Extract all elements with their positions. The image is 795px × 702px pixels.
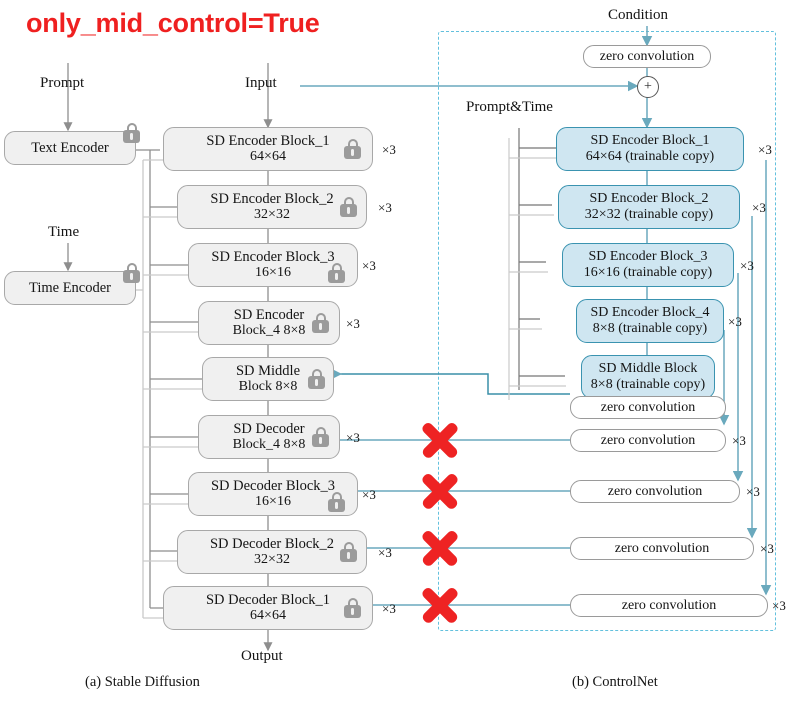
block-sub: 32×32 <box>254 552 290 568</box>
caption-stable-diffusion: (a) Stable Diffusion <box>85 674 200 690</box>
lock-icon <box>344 598 361 618</box>
disabled-connection-x-2 <box>418 526 462 570</box>
block-sub: Block 8×8 <box>238 379 298 395</box>
label-output: Output <box>241 648 283 664</box>
middle-zero-convolution[interactable]: zero convolution <box>570 396 726 419</box>
page-title: only_mid_control=True <box>26 8 320 38</box>
block-title: SD Decoder Block_3 <box>210 478 336 495</box>
cn-middle-block[interactable]: SD Middle Block 8×8 (trainable copy) <box>581 355 715 399</box>
block-sub: 16×16 (trainable copy) <box>583 265 713 280</box>
repeat-label: ×3 <box>728 314 742 329</box>
lock-icon <box>328 492 345 512</box>
sd-encoder-block-4[interactable]: SD Encoder Block_4 8×8 <box>198 301 340 345</box>
lock-icon <box>312 427 329 447</box>
block-title: SD Encoder Block_2 <box>589 191 709 207</box>
time-encoder-block[interactable]: Time Encoder <box>4 271 136 305</box>
sd-encoder-block-1[interactable]: SD Encoder Block_1 64×64 <box>163 127 373 171</box>
repeat-label: ×3 <box>378 200 392 215</box>
block-title: SD Decoder Block_2 <box>209 536 335 553</box>
block-title: SD Encoder Block_4 <box>590 305 710 321</box>
repeat-label: ×3 <box>760 541 774 556</box>
disabled-connection-x-1 <box>418 583 462 627</box>
repeat-label: ×3 <box>746 484 760 499</box>
block-title: SD Middle <box>235 363 301 380</box>
lock-icon <box>123 123 140 143</box>
block-title: SD Middle Block <box>598 361 698 377</box>
text-encoder-block[interactable]: Text Encoder <box>4 131 136 165</box>
block-sub: 16×16 <box>255 494 291 510</box>
repeat-label: ×3 <box>378 545 392 560</box>
zero-convolution-1[interactable]: zero convolution <box>570 594 768 617</box>
lock-icon <box>344 139 361 159</box>
block-title: SD Encoder Block_2 <box>210 191 334 208</box>
sd-decoder-block-2[interactable]: SD Decoder Block_2 32×32 <box>177 530 367 574</box>
block-sub: 8×8 (trainable copy) <box>590 377 706 392</box>
repeat-label: ×3 <box>740 258 754 273</box>
repeat-label: ×3 <box>362 487 376 502</box>
block-title: SD Decoder <box>233 421 305 438</box>
repeat-label: ×3 <box>346 316 360 331</box>
cn-encoder-block-3[interactable]: SD Encoder Block_3 16×16 (trainable copy… <box>562 243 734 287</box>
controlnet-frame <box>438 31 776 631</box>
block-title: SD Encoder Block_3 <box>588 249 708 265</box>
block-sub: 64×64 (trainable copy) <box>585 149 715 164</box>
sd-decoder-block-1[interactable]: SD Decoder Block_1 64×64 <box>163 586 373 630</box>
repeat-label: ×3 <box>382 601 396 616</box>
repeat-label: ×3 <box>362 258 376 273</box>
block-title: SD Encoder Block_3 <box>211 249 335 266</box>
repeat-label: ×3 <box>758 142 772 157</box>
block-title: SD Encoder Block_1 <box>590 133 710 149</box>
block-sub: 64×64 <box>250 149 286 165</box>
zero-convolution-2[interactable]: zero convolution <box>570 537 754 560</box>
repeat-label: ×3 <box>772 598 786 613</box>
block-sub: 8×8 (trainable copy) <box>592 321 708 336</box>
lock-icon <box>340 197 357 217</box>
disabled-connection-x-4 <box>418 418 462 462</box>
label-input: Input <box>245 75 277 91</box>
disabled-connection-x-3 <box>418 469 462 513</box>
block-sub: 32×32 <box>254 207 290 223</box>
zero-conv-label: zero convolution <box>607 483 703 499</box>
lock-icon <box>123 263 140 283</box>
cn-encoder-block-1[interactable]: SD Encoder Block_1 64×64 (trainable copy… <box>556 127 744 171</box>
plus-icon: + <box>644 79 652 94</box>
label-time: Time <box>48 224 80 240</box>
block-sub: Block_4 8×8 <box>232 437 306 453</box>
cn-encoder-block-4[interactable]: SD Encoder Block_4 8×8 (trainable copy) <box>576 299 724 343</box>
zero-convolution-3[interactable]: zero convolution <box>570 480 740 503</box>
sd-encoder-block-2[interactable]: SD Encoder Block_2 32×32 <box>177 185 367 229</box>
block-title: SD Encoder <box>233 307 305 324</box>
zero-conv-label: zero convolution <box>614 540 710 556</box>
caption-controlnet: (b) ControlNet <box>572 674 658 690</box>
text-encoder-label: Text Encoder <box>31 139 109 156</box>
lock-icon <box>340 542 357 562</box>
repeat-label: ×3 <box>752 200 766 215</box>
block-title: SD Encoder Block_1 <box>206 133 330 150</box>
repeat-label: ×3 <box>382 142 396 157</box>
label-prompt: Prompt <box>40 75 85 91</box>
block-sub: 64×64 <box>250 608 286 624</box>
block-sub: Block_4 8×8 <box>232 323 306 339</box>
lock-icon <box>328 263 345 283</box>
repeat-label: ×3 <box>346 430 360 445</box>
cn-encoder-block-2[interactable]: SD Encoder Block_2 32×32 (trainable copy… <box>558 185 740 229</box>
lock-icon <box>308 369 325 389</box>
add-node: + <box>637 76 659 98</box>
block-sub: 16×16 <box>255 265 291 281</box>
zero-conv-label: zero convolution <box>600 399 696 415</box>
zero-conv-label: zero convolution <box>621 597 717 613</box>
zero-conv-label: zero convolution <box>599 48 695 64</box>
block-title: SD Decoder Block_1 <box>205 592 331 609</box>
label-condition: Condition <box>608 7 669 23</box>
label-prompt-time: Prompt&Time <box>466 99 553 115</box>
top-zero-convolution[interactable]: zero convolution <box>583 45 711 68</box>
zero-convolution-4[interactable]: zero convolution <box>570 429 726 452</box>
block-sub: 32×32 (trainable copy) <box>584 207 714 222</box>
repeat-label: ×3 <box>732 433 746 448</box>
time-encoder-label: Time Encoder <box>28 279 112 296</box>
lock-icon <box>312 313 329 333</box>
zero-conv-label: zero convolution <box>600 432 696 448</box>
